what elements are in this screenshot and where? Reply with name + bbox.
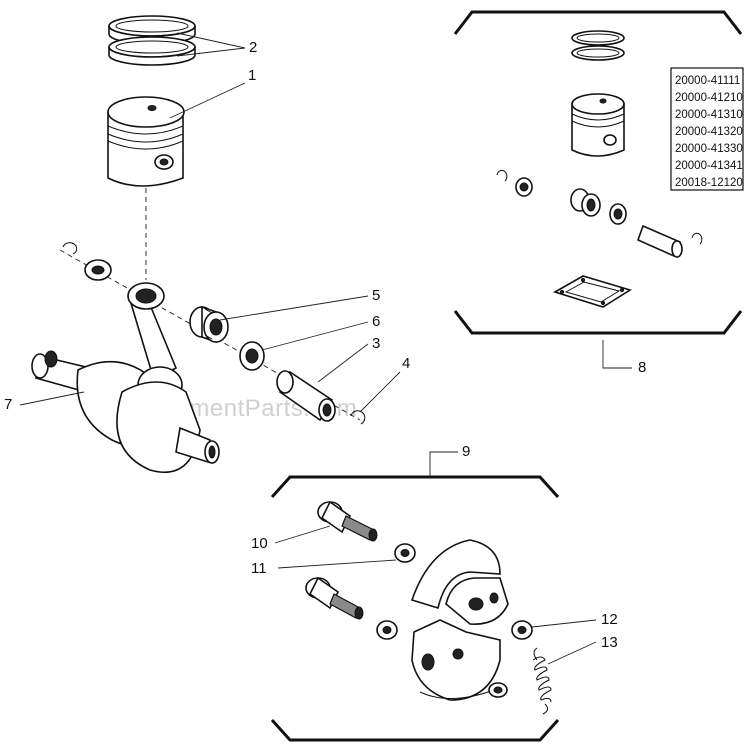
left-bearing [84,259,112,281]
callout-5: 5 [372,287,380,304]
callout-1: 1 [248,67,256,84]
shoulder-bolt-lower [305,576,364,620]
shoulder-bolt-upper [317,500,378,542]
clutch-spring [532,647,552,715]
kit-rings [571,30,625,61]
kit-small-parts [496,169,703,258]
part-number: 20000-41310 [675,109,743,121]
part-number: 20018-12120 [675,177,743,189]
part-number: 20000-41320 [675,126,743,138]
piston-rings [108,15,196,66]
needle-bearing [189,305,229,344]
callout-2: 2 [249,39,257,56]
callout-7: 7 [4,396,12,413]
callout-11: 11 [251,560,267,577]
piston-pin [276,370,336,422]
clutch-frame [270,475,560,742]
callout-10: 10 [251,535,268,552]
kit-gasket [553,275,632,308]
clutch-shoe-lower [411,619,501,701]
left-circlip [62,242,78,255]
callout-12: 12 [601,611,618,628]
crankshaft [31,282,220,474]
part-number: 20000-41210 [675,92,743,104]
clutch-shoe-upper [410,539,509,625]
callout-8: 8 [638,359,646,376]
callout-6: 6 [372,313,380,330]
washer-lower [376,620,398,640]
part-number: 20000-41341 [675,160,743,172]
washer-upper [394,543,416,563]
circlip [350,410,366,425]
callout-4: 4 [402,355,410,372]
part-number-box: 20000-41111 20000-41210 20000-41310 2000… [670,67,744,191]
part-number: 20000-41330 [675,143,743,155]
thrust-washer [239,341,265,371]
lock-nut [488,682,508,698]
kit-piston [571,93,625,157]
part-number: 20000-41111 [675,75,740,87]
washer-12 [511,620,533,640]
callout-9: 9 [462,443,470,460]
kit-frame [453,10,743,335]
callout-3: 3 [372,335,380,352]
callout-13: 13 [601,634,618,651]
piston [107,96,185,187]
